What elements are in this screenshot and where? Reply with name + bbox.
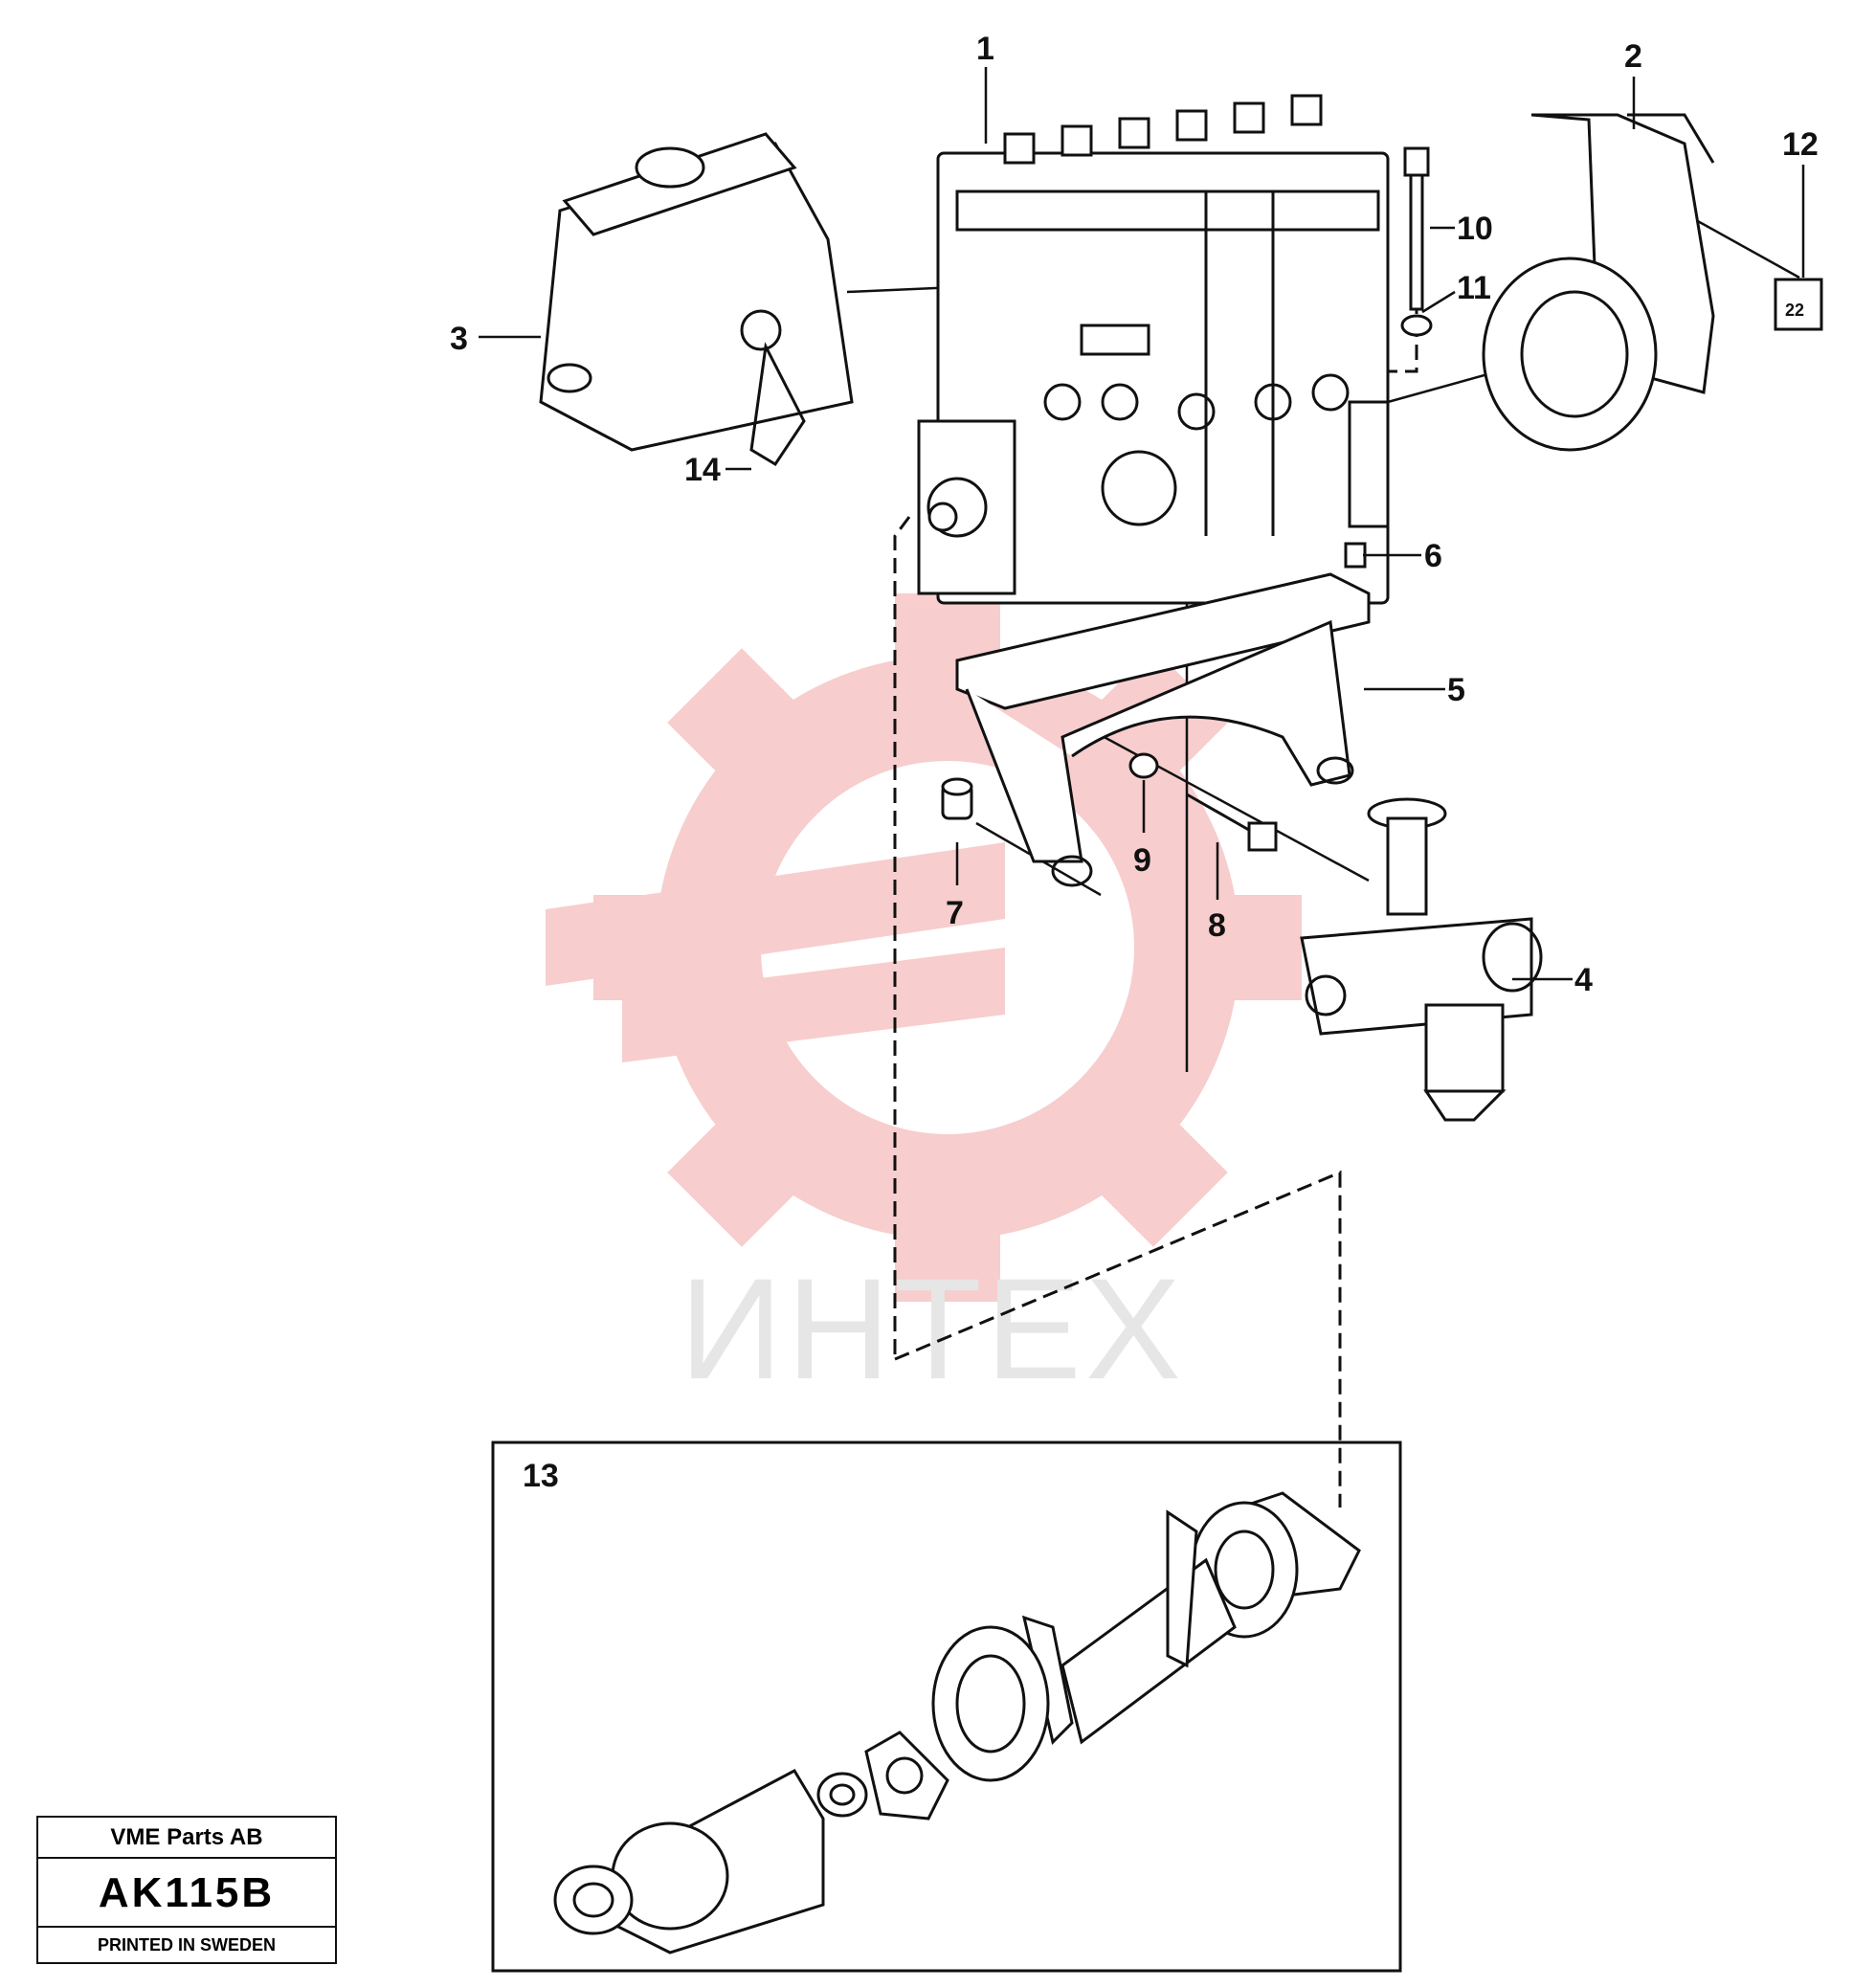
callout-14: 14 (684, 452, 721, 488)
washer-part-9 (1128, 752, 1159, 779)
drawing-code: AK115B (38, 1859, 335, 1928)
company-name: VME Parts AB (38, 1818, 335, 1859)
nut-part-6 (1344, 542, 1367, 569)
bolt-part-10 (1403, 146, 1430, 311)
callout-10: 10 (1457, 211, 1493, 247)
washer-part-11 (1400, 314, 1433, 337)
callout-4: 4 (1574, 962, 1593, 998)
title-block: VME Parts AB AK115B PRINTED IN SWEDEN (36, 1816, 337, 1964)
callout-12: 12 (1782, 126, 1819, 163)
injection-pump-body (917, 94, 1390, 605)
callout-6: 6 (1424, 538, 1442, 574)
callouts: 1 2 3 4 5 6 7 8 9 10 11 12 13 14 (450, 31, 1819, 1494)
part-13-frame (491, 1441, 1402, 1973)
drive-coupling-part-13 (553, 1491, 1361, 1954)
callout-8: 8 (1208, 907, 1226, 944)
callout-3: 3 (450, 321, 468, 357)
watermark-gear-logo (546, 593, 1302, 1302)
tag-part-12: 22 (1774, 278, 1823, 331)
governor-cover (539, 132, 854, 452)
callout-11: 11 (1457, 270, 1491, 306)
feed-pump-part-4 (1300, 797, 1543, 1122)
callout-1: 1 (976, 31, 994, 67)
callout-7: 7 (946, 895, 964, 931)
bracket-part-5 (955, 572, 1371, 887)
tag-part-12-value: 22 (1785, 301, 1804, 320)
printed-note: PRINTED IN SWEDEN (97, 1935, 276, 1954)
sleeve-part-7 (941, 777, 973, 820)
callout-2: 2 (1624, 38, 1642, 75)
callout-13: 13 (523, 1458, 559, 1494)
bolt-part-8 (1186, 793, 1278, 852)
callout-leaders (479, 67, 1805, 981)
clip-part-14 (749, 342, 806, 467)
timing-housing (1482, 113, 1715, 452)
callout-9: 9 (1133, 842, 1151, 879)
callout-5: 5 (1447, 672, 1465, 708)
watermark-text: ИНТЕХ (680, 1248, 1185, 1409)
